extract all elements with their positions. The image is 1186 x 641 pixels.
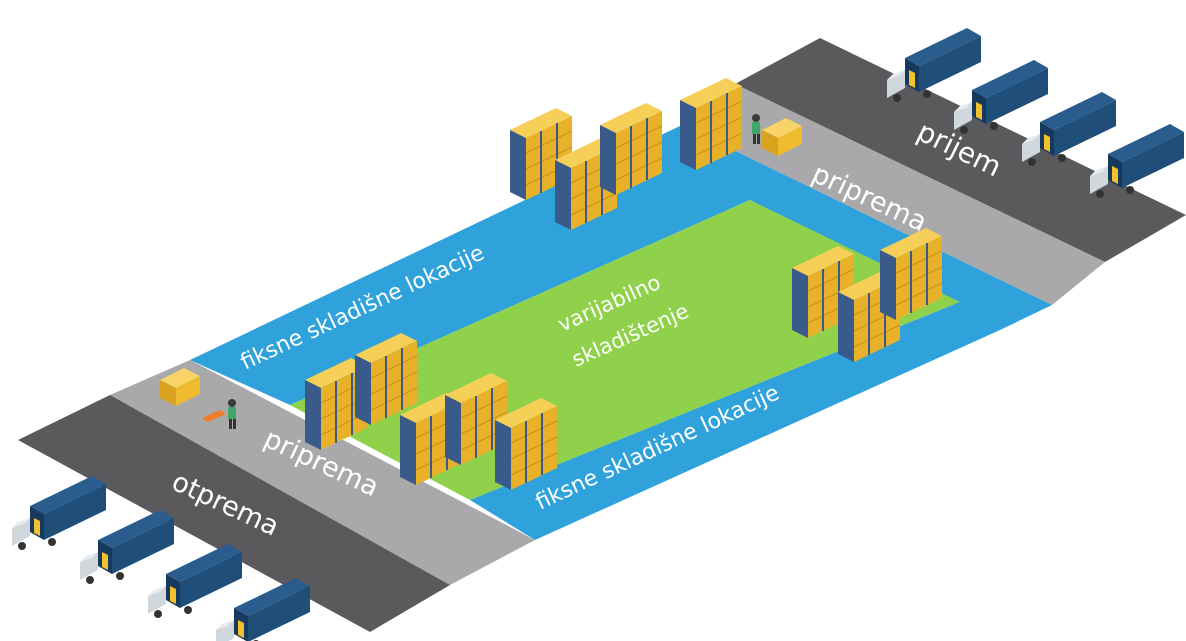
truck-icon	[216, 578, 310, 641]
truck-icon	[12, 476, 106, 550]
pallet-jack-icon	[202, 410, 226, 422]
receiving-dock-zone	[735, 38, 1186, 262]
worker-with-pallet-jack-icon	[228, 399, 236, 429]
fixed-storage-top-zone	[190, 125, 1052, 405]
fixed-storage-bottom-zone	[470, 302, 1000, 540]
shipping-dock-zone	[18, 395, 450, 632]
worker-with-pallet-jack-icon	[752, 114, 760, 144]
truck-icon	[148, 544, 242, 618]
truck-icon	[80, 510, 174, 584]
